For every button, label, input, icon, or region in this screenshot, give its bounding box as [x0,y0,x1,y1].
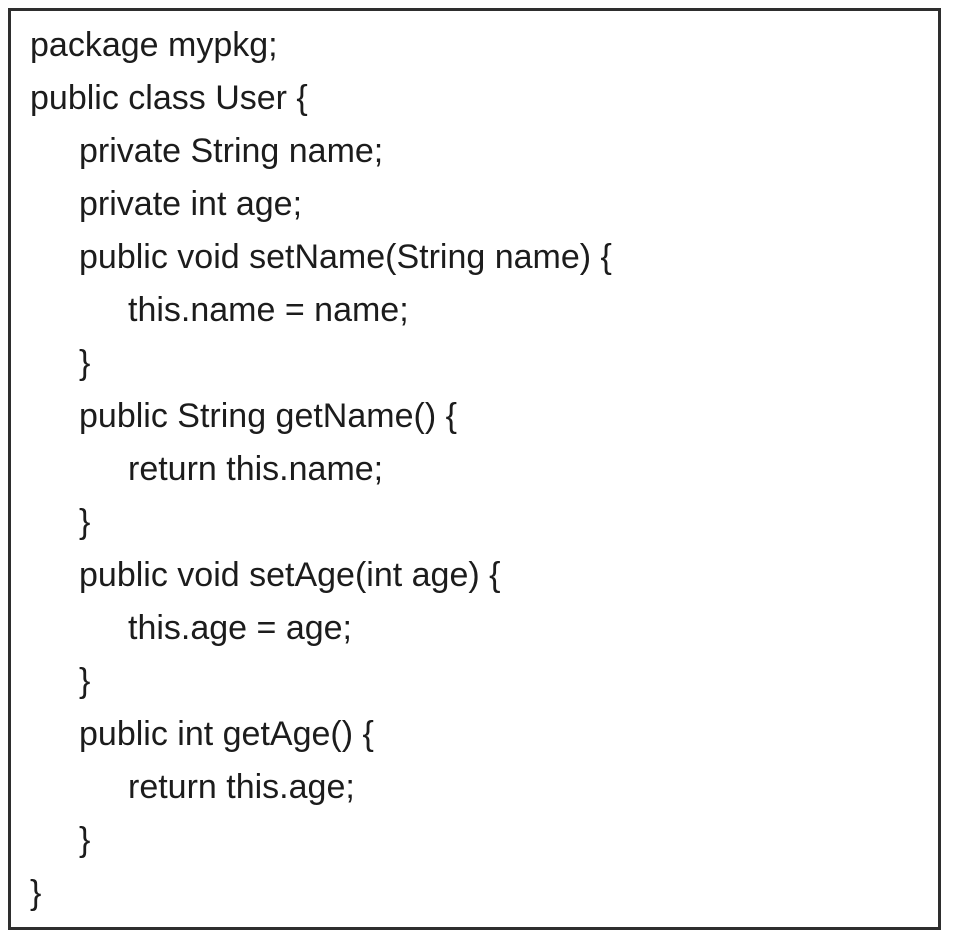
code-line: private int age; [79,185,303,223]
code-lines: package mypkg; public class User { private… [11,11,938,920]
code-line: private String name; [79,132,384,170]
code-line: public int getAge() { [79,715,374,753]
code-line: } [30,874,42,912]
code-line: this.age = age; [128,609,353,647]
code-line: public String getName() { [79,397,457,435]
code-line: package mypkg; [30,26,278,64]
code-line: } [79,344,91,382]
code-line: return this.age; [128,768,355,806]
code-line: public void setAge(int age) { [79,556,501,594]
code-line: public void setName(String name) { [79,238,612,276]
code-box: package mypkg; public class User { private… [8,8,941,930]
code-line: } [79,821,91,859]
code-line: } [79,503,91,541]
code-line: return this.name; [128,450,384,488]
code-line: public class User { [30,79,308,117]
code-line: } [79,662,91,700]
code-line: this.name = name; [128,291,409,329]
